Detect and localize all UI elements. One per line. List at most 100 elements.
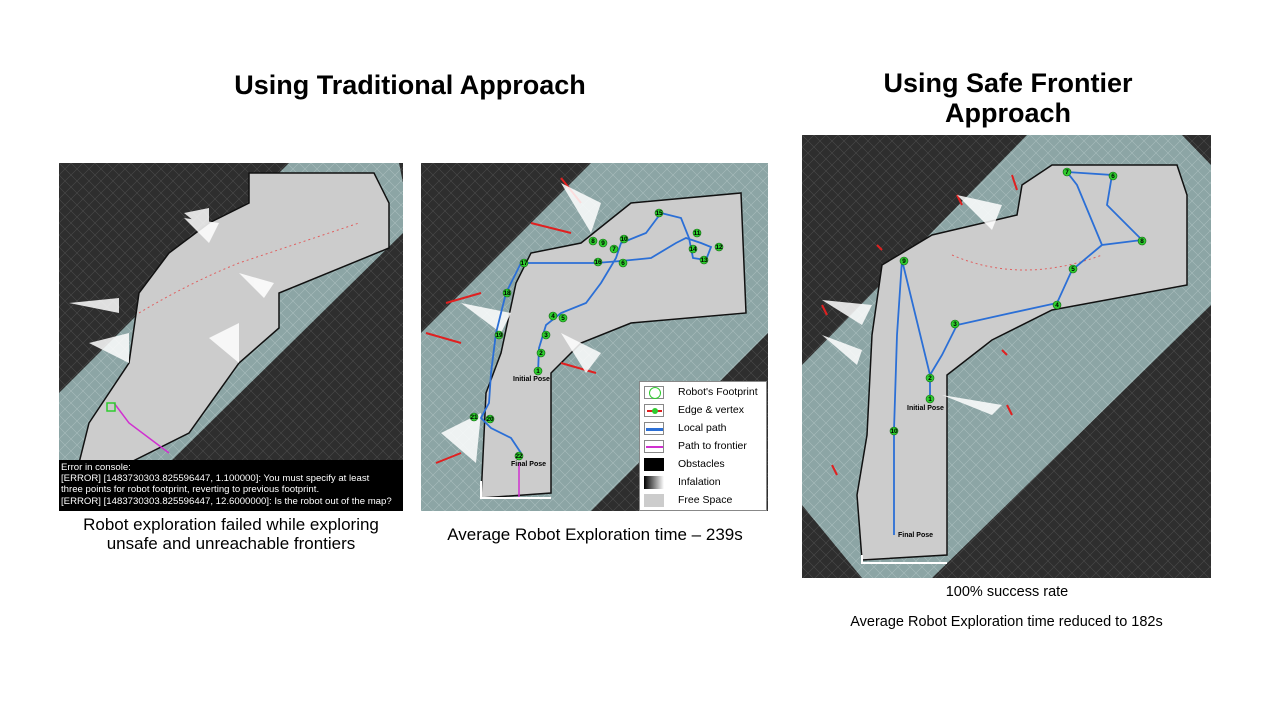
waypoint-label: 8 bbox=[1140, 238, 1144, 245]
waypoint-label: 2 bbox=[928, 375, 932, 382]
waypoint-marker bbox=[692, 228, 702, 238]
waypoint-label: 1 bbox=[928, 396, 932, 403]
waypoint-marker bbox=[619, 234, 629, 244]
waypoint-marker bbox=[1137, 236, 1147, 246]
title-traditional-approach: Using Traditional Approach bbox=[234, 70, 586, 100]
waypoint-marker bbox=[925, 373, 935, 383]
waypoint-marker bbox=[519, 258, 529, 268]
map-safe-frontier: 1 2 3 4 5 6 7 8 9 10 Initial Pose Final Pose bbox=[802, 135, 1211, 578]
occupancy-map-a bbox=[59, 163, 403, 511]
waypoint-label: 9 bbox=[902, 258, 906, 265]
waypoint-label: 7 bbox=[612, 246, 616, 253]
waypoint-label: 21 bbox=[470, 414, 478, 421]
waypoint-marker bbox=[541, 330, 551, 340]
map-legend: Robot's Footprint Edge & vertex Local pa… bbox=[639, 381, 767, 511]
waypoint-marker bbox=[889, 426, 899, 436]
legend-item-edge-vertex: Edge & vertex bbox=[640, 402, 768, 420]
legend-item-frontier-path: Path to frontier bbox=[640, 438, 768, 456]
waypoint-marker bbox=[1062, 167, 1072, 177]
local-path-b bbox=[479, 211, 713, 454]
waypoint-label: 4 bbox=[1055, 302, 1059, 309]
waypoint-label: 2 bbox=[539, 350, 543, 357]
waypoint-label: 5 bbox=[561, 315, 565, 322]
map-traditional-failed: Error in console: [ERROR] [1483730303.82… bbox=[59, 163, 403, 511]
waypoint-label: 13 bbox=[700, 257, 708, 264]
occupancy-map-c: 1 2 3 4 5 6 7 8 9 10 Initial Pose Final Pose bbox=[802, 135, 1211, 578]
waypoint-label: 10 bbox=[890, 428, 898, 435]
footprint-circle-icon bbox=[644, 386, 664, 399]
inflation-gradient-icon bbox=[644, 476, 664, 489]
waypoint-label: 12 bbox=[715, 244, 723, 251]
waypoint-label: 6 bbox=[621, 260, 625, 267]
waypoint-label: 20 bbox=[486, 416, 494, 423]
waypoint-label: 18 bbox=[503, 290, 511, 297]
local-path-icon bbox=[644, 422, 664, 435]
waypoint-marker bbox=[609, 244, 619, 254]
waypoint-label: 8 bbox=[591, 238, 595, 245]
waypoint-marker bbox=[514, 451, 524, 461]
waypoint-label: 3 bbox=[544, 332, 548, 339]
initial-pose-label-c: Initial Pose bbox=[907, 405, 944, 412]
edge-vertex-icon bbox=[644, 404, 664, 417]
waypoint-label: 3 bbox=[953, 321, 957, 328]
caption-success-rate: 100% success rate bbox=[945, 584, 1069, 600]
console-heading: Error in console: bbox=[61, 462, 131, 473]
waypoint-marker bbox=[899, 256, 909, 266]
waypoint-marker bbox=[593, 257, 603, 267]
legend-item-footprint: Robot's Footprint bbox=[640, 384, 768, 402]
waypoint-label: 5 bbox=[1071, 266, 1075, 273]
waypoint-marker bbox=[469, 412, 479, 422]
title-safe-frontier-approach: Using Safe Frontier Approach bbox=[883, 68, 1133, 128]
final-pose-label-c: Final Pose bbox=[898, 532, 933, 539]
waypoint-label: 17 bbox=[520, 260, 528, 267]
waypoint-label: 1 bbox=[536, 368, 540, 375]
waypoint-marker bbox=[588, 236, 598, 246]
waypoint-label: 6 bbox=[1111, 173, 1115, 180]
waypoint-label: 19 bbox=[495, 332, 503, 339]
waypoint-marker bbox=[699, 255, 709, 265]
console-line: [ERROR] [1483730303.825596447, 1.100000]… bbox=[61, 473, 370, 485]
waypoint-marker bbox=[618, 258, 628, 268]
frontier-path-icon bbox=[644, 440, 664, 453]
waypoint-label: 9 bbox=[601, 240, 605, 247]
waypoint-marker bbox=[494, 330, 504, 340]
waypoint-marker bbox=[485, 414, 495, 424]
waypoint-label: 11 bbox=[694, 230, 701, 237]
caption-failed: Robot exploration failed while exploring… bbox=[83, 515, 379, 553]
waypoint-marker bbox=[598, 238, 608, 248]
waypoint-marker bbox=[558, 313, 568, 323]
console-line: [ERROR] [1483730303.825596447, 12.600000… bbox=[61, 495, 392, 507]
initial-pose-label-b: Initial Pose bbox=[513, 376, 550, 383]
console-line: three points for robot footprint, revert… bbox=[61, 484, 320, 496]
waypoint-marker bbox=[548, 311, 558, 321]
waypoint-label: 16 bbox=[594, 259, 602, 266]
error-console: Error in console: [ERROR] [1483730303.82… bbox=[59, 460, 403, 511]
legend-item-free-space: Free Space bbox=[640, 492, 768, 510]
waypoints-c: 1 2 3 4 5 6 7 8 9 10 bbox=[889, 167, 1147, 436]
waypoint-marker bbox=[688, 244, 698, 254]
waypoint-marker bbox=[1052, 300, 1062, 310]
waypoint-marker bbox=[1108, 171, 1118, 181]
legend-item-inflation: Infalation bbox=[640, 474, 768, 492]
waypoint-label: 4 bbox=[551, 313, 555, 320]
legend-item-obstacles: Obstacles bbox=[640, 456, 768, 474]
waypoint-marker bbox=[502, 288, 512, 298]
waypoint-marker bbox=[536, 348, 546, 358]
legend-item-local-path: Local path bbox=[640, 420, 768, 438]
caption-safe-time: Average Robot Exploration time reduced t… bbox=[850, 614, 1163, 630]
caption-traditional-time: Average Robot Exploration time – 239s bbox=[447, 525, 743, 544]
waypoint-marker bbox=[1068, 264, 1078, 274]
waypoint-marker bbox=[925, 394, 935, 404]
waypoint-marker bbox=[533, 366, 543, 376]
waypoint-label: 10 bbox=[620, 236, 628, 243]
waypoint-marker bbox=[950, 319, 960, 329]
waypoint-label: 7 bbox=[1065, 169, 1069, 176]
final-pose-label-b: Final Pose bbox=[511, 461, 546, 468]
free-space-swatch-icon bbox=[644, 494, 664, 507]
robot-footprint-icon bbox=[106, 402, 116, 412]
waypoint-marker bbox=[654, 208, 664, 218]
waypoint-label: 15 bbox=[655, 210, 663, 217]
waypoint-label: 14 bbox=[689, 246, 697, 253]
